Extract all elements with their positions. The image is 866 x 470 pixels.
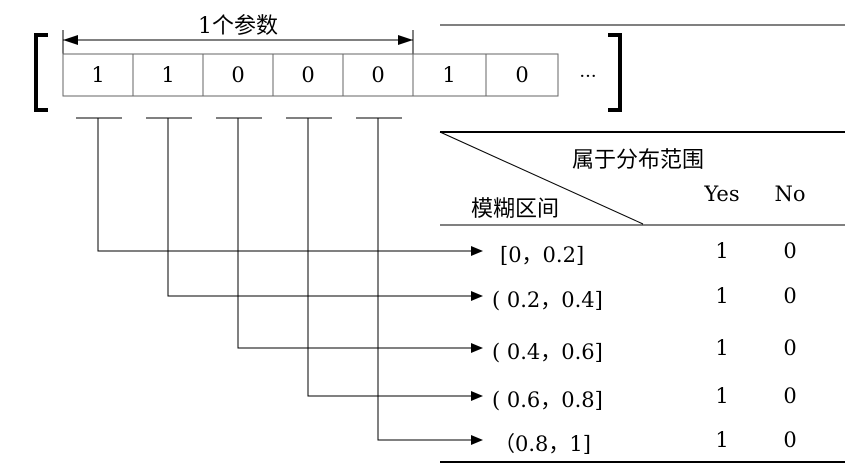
interval-label: （0.8，1]	[494, 432, 591, 456]
parameter-label: 1个参数	[198, 14, 278, 39]
bit-cell-4	[342, 53, 414, 97]
param-span-arrowhead-right	[398, 35, 413, 45]
connector-1	[167, 118, 483, 301]
diagonal-header-bottom: 模糊区间	[471, 197, 559, 222]
bit-cell-0	[62, 53, 134, 97]
connector-0	[97, 118, 483, 256]
bit-cell-3	[272, 53, 344, 97]
bit-value: 1	[442, 63, 455, 87]
bit-string: 1 1 0 0 0 1 0 ···	[62, 53, 597, 97]
right-bracket	[608, 33, 622, 112]
interval-label: ( 0.2，0.4]	[492, 288, 603, 312]
no-value: 0	[783, 336, 796, 360]
bit-cell-6	[485, 53, 559, 97]
bit-value: 0	[515, 63, 528, 87]
interval-label: ( 0.4，0.6]	[492, 340, 603, 364]
yes-value: 1	[715, 239, 728, 263]
interval-label: ( 0.6，0.8]	[492, 388, 603, 412]
bit-value: 1	[161, 63, 174, 87]
membership-table: 属于分布范围 模糊区间 Yes No [0，0.2] 1 0 ( 0.2，0.4…	[439, 131, 845, 463]
column-header-no: No	[774, 182, 805, 206]
connector-4	[377, 118, 483, 445]
bit-cell-2	[202, 53, 274, 97]
no-value: 0	[783, 384, 796, 408]
connector-2	[237, 118, 483, 353]
no-value: 0	[783, 428, 796, 452]
param-span-arrowhead-left	[63, 35, 78, 45]
column-header-yes: Yes	[703, 182, 739, 206]
bit-value: 0	[231, 63, 244, 87]
bit-value: 0	[301, 63, 314, 87]
yes-value: 1	[715, 284, 728, 308]
bit-value: 1	[91, 63, 104, 87]
diagonal-header-top: 属于分布范围	[572, 148, 704, 173]
connector-3	[307, 118, 483, 401]
connectors	[97, 118, 483, 445]
diagonal-header-line	[439, 131, 644, 225]
left-bracket	[34, 33, 48, 112]
yes-value: 1	[715, 336, 728, 360]
bit-cell-1	[132, 53, 204, 97]
interval-label: [0，0.2]	[500, 243, 584, 267]
yes-value: 1	[715, 384, 728, 408]
bit-cell-5	[412, 53, 487, 97]
yes-value: 1	[715, 428, 728, 452]
no-value: 0	[783, 284, 796, 308]
bit-value: 0	[371, 63, 384, 87]
ellipsis: ···	[579, 66, 596, 87]
no-value: 0	[783, 239, 796, 263]
